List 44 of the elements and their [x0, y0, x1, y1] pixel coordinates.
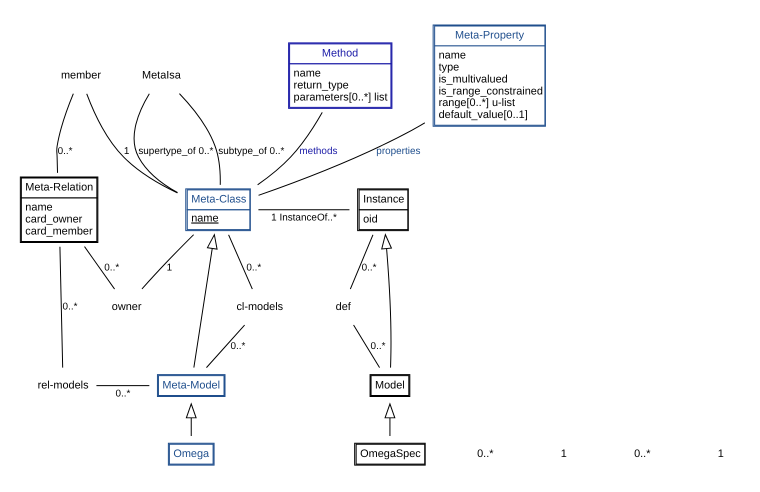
edge-label: 0..* — [246, 262, 262, 273]
connector — [206, 324, 246, 368]
edge-label: 1 InstanceOf..* — [271, 212, 337, 224]
label: 0..* — [634, 447, 650, 460]
node-text: MetaIsa — [142, 68, 181, 81]
connector — [258, 208, 350, 210]
edge-label: properties — [376, 146, 420, 157]
connector — [84, 246, 116, 290]
connector — [350, 234, 374, 290]
connector — [86, 92, 178, 193]
edge-label: 1 — [124, 146, 130, 157]
connector — [228, 234, 253, 290]
edge-label: 1 — [166, 262, 172, 273]
arrow — [381, 232, 392, 368]
edge-label: supertype_of 0..* — [138, 146, 214, 157]
connector — [59, 246, 64, 368]
edge-label: 0..* — [230, 340, 246, 352]
edge-label: 0..* — [115, 388, 130, 400]
edge-label: subtype_of 0..* — [218, 146, 284, 157]
node-text: owner — [112, 300, 142, 312]
edge-label: 0..* — [370, 340, 386, 352]
node-text: rel-models — [38, 378, 89, 391]
node-text: cl-models — [236, 300, 284, 312]
label: 1 — [560, 447, 567, 460]
node-text: def — [336, 300, 351, 312]
connector — [96, 384, 150, 386]
edge-label: 0..* — [62, 301, 78, 312]
edge-label: 0..* — [362, 262, 377, 273]
connector — [141, 234, 194, 289]
connector — [257, 111, 323, 185]
connector — [134, 92, 178, 193]
edge-label: 0..* — [104, 262, 120, 273]
arrow — [186, 402, 197, 436]
connector — [353, 324, 380, 368]
connector — [258, 122, 426, 196]
node-text: member — [60, 68, 101, 81]
connector — [178, 92, 221, 185]
edge-label: methods — [299, 146, 338, 157]
arrow — [384, 402, 396, 436]
label: 1 — [718, 447, 724, 460]
edge-label: 0..* — [58, 146, 73, 157]
arrow — [193, 232, 218, 368]
connector — [56, 92, 74, 173]
label: 0..* — [477, 447, 494, 460]
